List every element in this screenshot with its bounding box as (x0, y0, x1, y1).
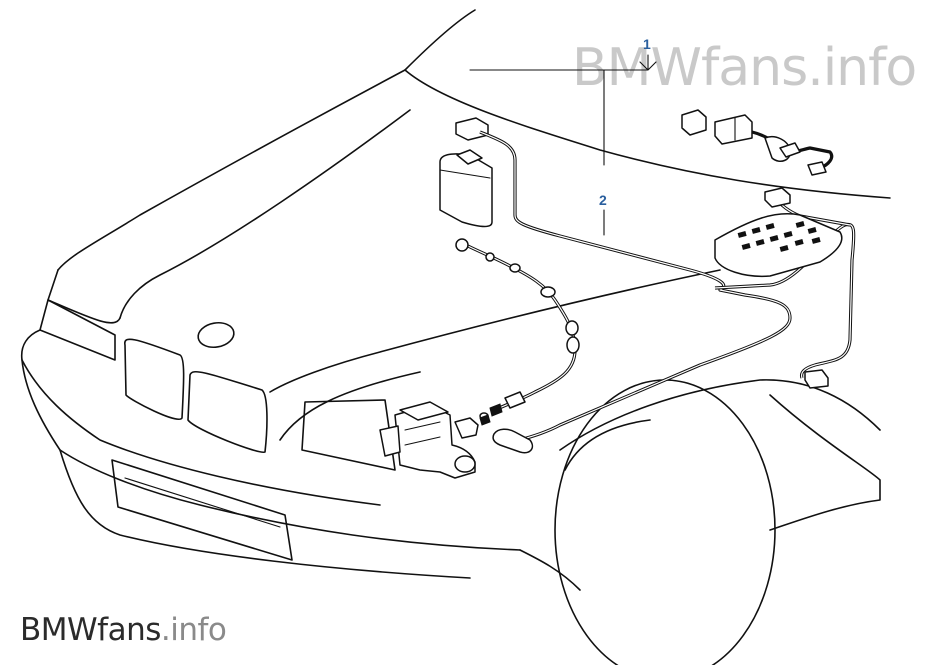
callout-2: 2 (599, 192, 607, 208)
plug-small (681, 109, 707, 136)
control-module-cap (456, 149, 483, 165)
bumper-line (21, 359, 381, 506)
hood-emblem (197, 321, 235, 349)
unit-slots (737, 221, 821, 252)
intake-inner (124, 477, 281, 528)
body-bottom (519, 549, 581, 591)
front-wheel (554, 379, 776, 665)
fender-side (769, 394, 881, 531)
headlight-right (301, 399, 396, 471)
cable-clip-1 (455, 238, 469, 252)
actuator-port (454, 455, 476, 473)
plug-double (714, 114, 753, 145)
spoiler-line (59, 449, 471, 579)
connector-lower-right (804, 369, 829, 389)
callout-1: 1 (643, 36, 651, 52)
sensor-cable (467, 244, 577, 412)
windshield-outline (404, 9, 476, 71)
cable-grommet-2 (565, 320, 579, 336)
electronic-unit (714, 213, 843, 278)
cable-end-fitting (504, 391, 526, 409)
kidney-grille-right (187, 370, 268, 453)
wheel-rim (564, 419, 651, 471)
cable-clip-2 (485, 252, 495, 262)
hood-right-edge (269, 269, 721, 393)
fender-line (559, 379, 881, 451)
hood-crease (119, 109, 411, 319)
cable-grommet-1 (540, 286, 556, 298)
cable-clip-3 (509, 263, 521, 273)
actuator-plug (454, 417, 479, 439)
cable-grommet-3 (566, 336, 580, 354)
lower-intake (111, 459, 293, 561)
front-plug (492, 428, 534, 454)
connector-unit (764, 187, 791, 208)
connector-top (455, 117, 489, 141)
watermark-top: BMWfans.info (572, 38, 917, 98)
watermark-bottom: BMWfans.info (20, 612, 227, 648)
actuator-mount (379, 425, 401, 457)
kidney-grille-left (124, 338, 185, 421)
control-module (439, 153, 493, 228)
hood-outline (57, 69, 406, 271)
headlight-left (39, 299, 116, 361)
hood-front-edge (47, 269, 121, 324)
actuator-body (394, 404, 476, 479)
callout-1-leader (469, 54, 657, 71)
hood-rear-edge (404, 69, 891, 199)
actuator-top (399, 401, 449, 421)
